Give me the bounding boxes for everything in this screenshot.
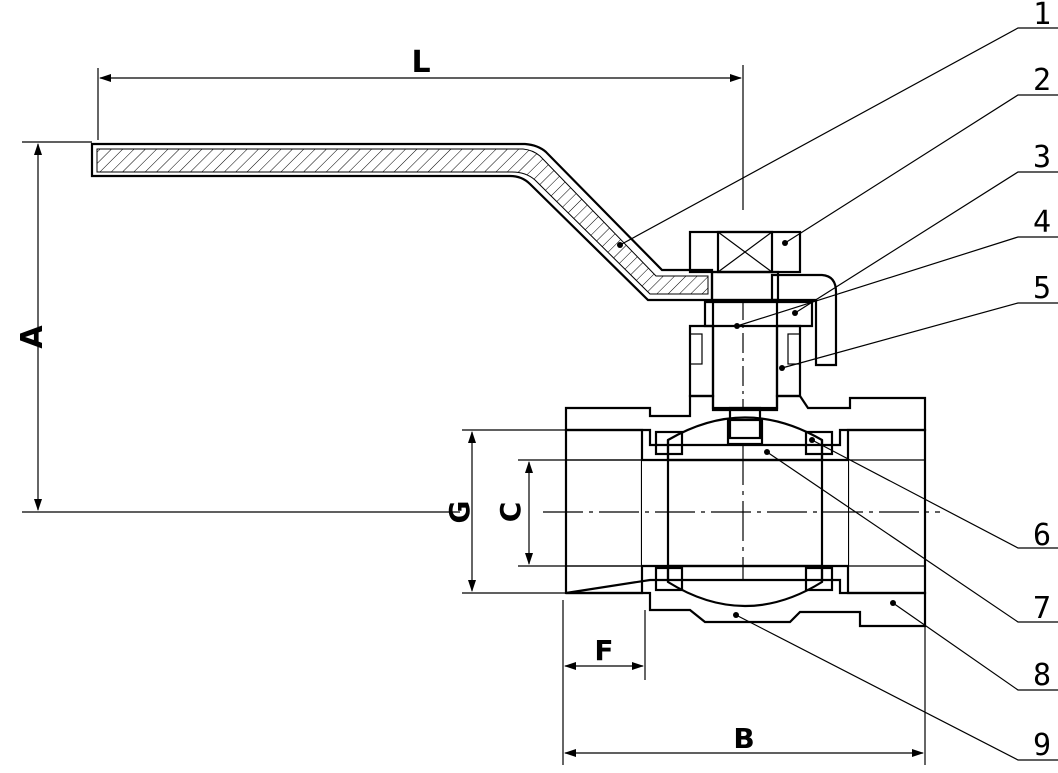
dimension-b: B xyxy=(562,620,926,765)
valve-body xyxy=(564,394,927,628)
dimension-a: A xyxy=(15,141,460,513)
stop-plate xyxy=(703,273,838,367)
callout-5: 5 xyxy=(1033,271,1051,306)
dimension-g: G xyxy=(443,429,566,594)
leader-lines xyxy=(617,27,1058,761)
stem-nut xyxy=(688,230,802,302)
dim-l-label: L xyxy=(411,45,430,80)
callout-2: 2 xyxy=(1033,63,1051,98)
dimension-l: L xyxy=(97,45,744,210)
dim-c-label: C xyxy=(494,502,527,523)
callout-3: 3 xyxy=(1033,140,1051,175)
dim-g-label: G xyxy=(443,501,476,524)
dimension-c: C xyxy=(494,459,660,567)
callout-6: 6 xyxy=(1033,518,1051,553)
ball-seats xyxy=(654,430,834,592)
callout-8: 8 xyxy=(1033,658,1051,693)
dimension-f: F xyxy=(562,600,646,680)
callout-numbers: 1 2 3 4 5 6 7 8 9 xyxy=(1033,0,1051,763)
dim-a-label: A xyxy=(15,325,50,349)
dim-f-label: F xyxy=(594,634,613,667)
callout-9: 9 xyxy=(1033,728,1051,763)
bonnet-neck xyxy=(688,324,802,398)
callout-1: 1 xyxy=(1033,0,1051,32)
dim-b-label: B xyxy=(733,722,754,755)
lever-handle xyxy=(90,142,714,302)
callout-7: 7 xyxy=(1033,591,1051,626)
callout-4: 4 xyxy=(1033,205,1051,240)
centerlines xyxy=(543,445,940,580)
